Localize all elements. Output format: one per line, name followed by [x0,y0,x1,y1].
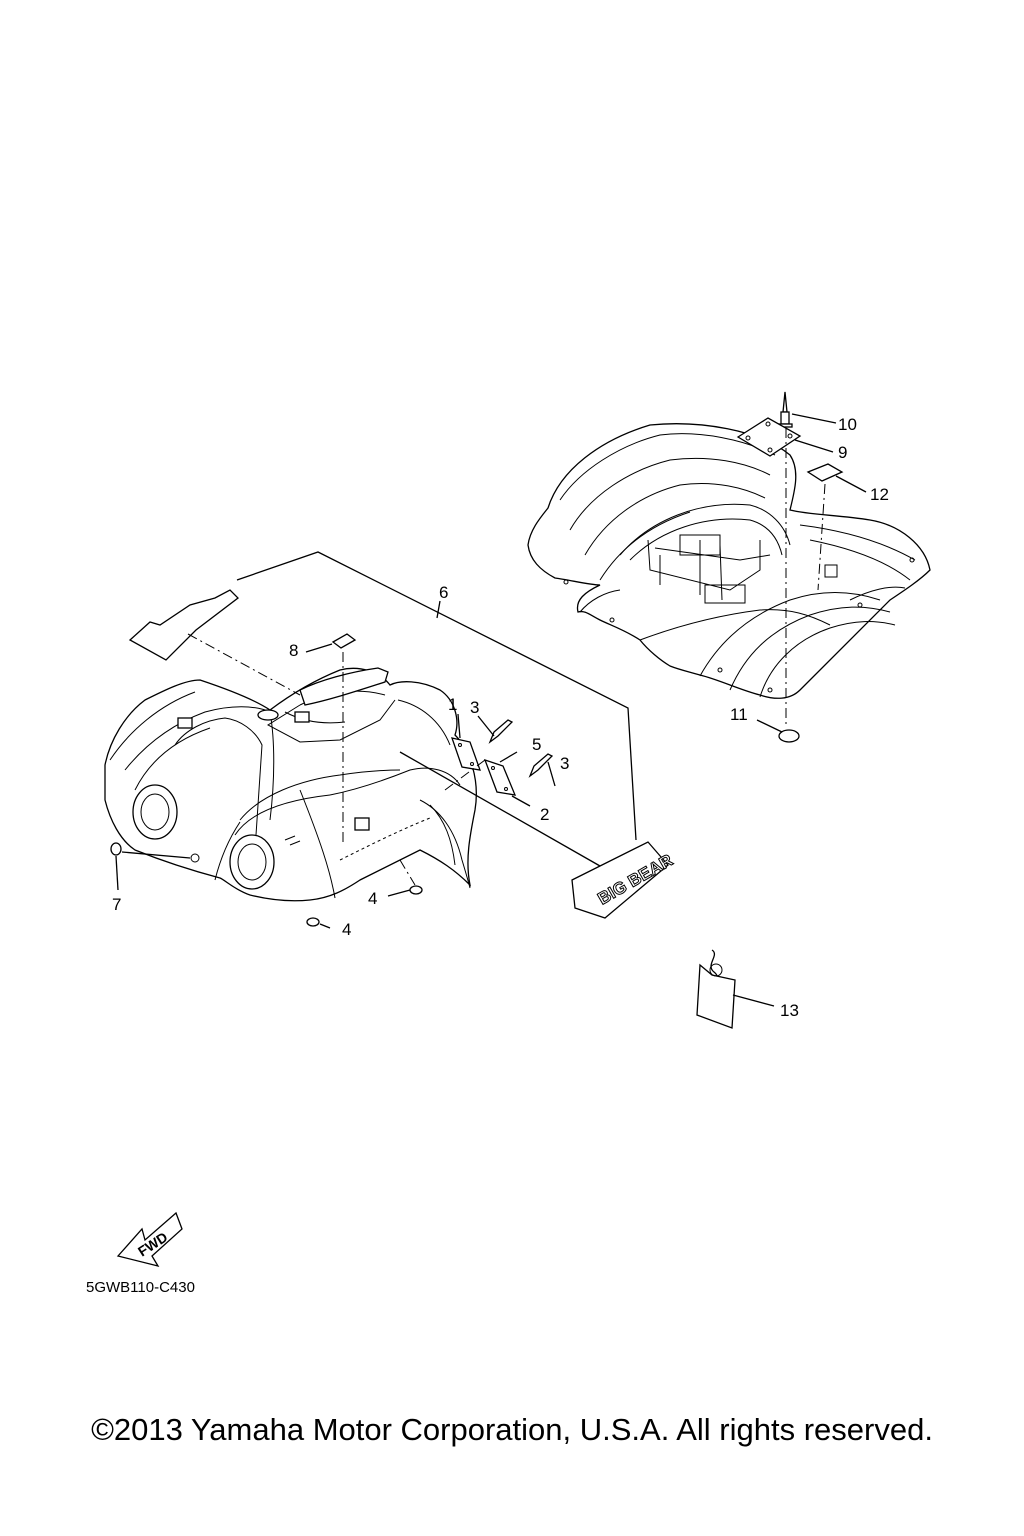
part-4-nut [409,885,423,895]
callout-6: 6 [439,583,448,602]
callout-3: 3 [560,754,569,773]
part-13-tag [696,949,736,1029]
front-fender [104,667,477,902]
part-9-plate [736,417,802,457]
rear-fender [527,423,931,699]
part-4-nut [306,917,320,927]
callout-9: 9 [838,443,847,462]
callout-4: 4 [342,920,351,939]
part-6-decal: BIG BEAR [571,841,676,919]
callout-7: 7 [112,895,121,914]
fwd-arrow-icon: FWD [116,1211,183,1268]
part-7-plug [110,842,122,856]
drawing-code: 5GWB110-C430 [86,1279,195,1296]
callout-1: 1 [448,695,457,714]
callout-12: 12 [870,485,889,504]
part-12-label [806,463,844,482]
callout-5: 5 [532,735,541,754]
part-10-rivet [777,391,793,428]
part-3-rivet [488,719,514,744]
callout-2: 2 [540,805,549,824]
callout-10: 10 [838,415,857,434]
callout-3: 3 [470,698,479,717]
copyright-notice: ©2013 Yamaha Motor Corporation, U.S.A. A… [91,1412,933,1447]
part-3-rivet [528,753,554,778]
front-top-shield [128,589,239,661]
callout-4: 4 [368,889,377,908]
part-1-plate [451,737,481,771]
part-11-grommet [778,729,800,743]
callout-13: 13 [780,1001,799,1020]
callout-11: 11 [730,705,748,724]
part-8-label [331,633,357,649]
callout-8: 8 [289,641,298,660]
part-2-plate [483,758,517,796]
